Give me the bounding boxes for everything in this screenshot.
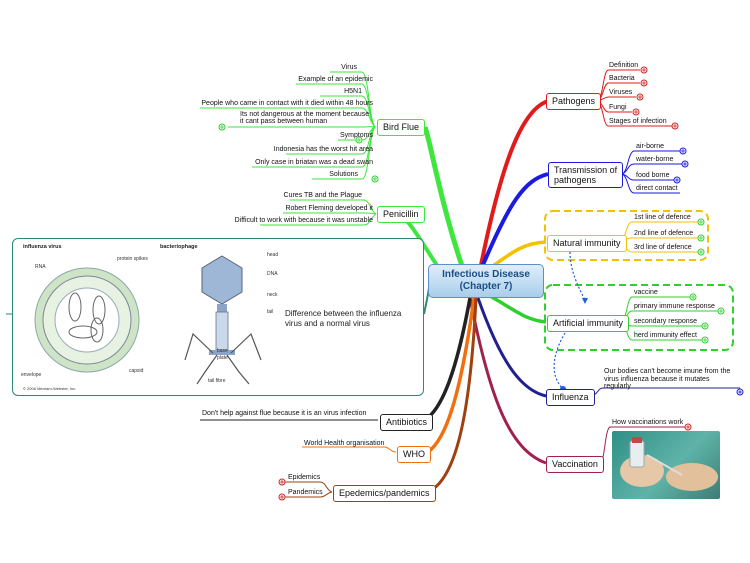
- penicillin-item-unstable[interactable]: Difficult to work with because it was un…: [234, 217, 373, 224]
- vaccination-item-how[interactable]: How vaccinations work: [612, 419, 684, 426]
- bird-item-solutions[interactable]: Solutions: [329, 171, 358, 178]
- penicillin-item-cures[interactable]: Cures TB and the Plague: [283, 192, 362, 199]
- panel-caption-2: virus and a normal virus: [285, 319, 370, 328]
- label-head: head: [267, 252, 279, 258]
- vaccination-photo: [612, 431, 720, 499]
- bird-item-symptoms[interactable]: Symptoms: [339, 132, 373, 139]
- node-pathogens[interactable]: Pathogens: [546, 93, 602, 110]
- artificial-item-vaccine[interactable]: vaccine: [634, 289, 658, 296]
- who-note[interactable]: World Health organisation: [304, 440, 385, 447]
- label-base: base: [217, 348, 228, 354]
- label-rna: RNA: [35, 264, 46, 270]
- pathogens-item-bacteria[interactable]: Bacteria: [609, 75, 635, 82]
- panel-caption-1: Difference between the influenza: [285, 309, 402, 318]
- influenza-note-3: regularly: [604, 383, 631, 390]
- epidemics-item-epidemics[interactable]: Epidemics: [288, 474, 321, 481]
- node-penicillin[interactable]: Penicillin: [377, 206, 425, 223]
- bird-item-virus[interactable]: Virus: [341, 64, 357, 71]
- pathogens-item-definition[interactable]: Definition: [609, 62, 639, 69]
- central-topic[interactable]: Infectious Disease (Chapter 7): [428, 264, 544, 298]
- bacteriophage-title: bacteriophage: [160, 244, 198, 250]
- bird-item-dangerous-1[interactable]: Its not dangerous at the moment because: [240, 111, 370, 118]
- copyright-text: © 2006 Merriam-Webster, Inc.: [23, 386, 77, 391]
- label-neck: neck: [267, 292, 278, 298]
- bird-item-example[interactable]: Example of an epidemic: [298, 76, 373, 83]
- node-epidemics[interactable]: Epedemics/pandemics: [333, 485, 436, 502]
- label-protein-spikes: protein spikes: [117, 256, 148, 262]
- artificial-item-herd[interactable]: herd immunity effect: [634, 332, 697, 339]
- node-natural-immunity[interactable]: Natural immunity: [547, 235, 627, 252]
- transmission-item-direct[interactable]: direct contact: [636, 185, 678, 192]
- label-capsid: capsid: [129, 368, 144, 374]
- influenza-note-2: virus influenza because it mutates: [604, 376, 710, 383]
- artificial-item-secondary[interactable]: secondary response: [634, 318, 698, 325]
- virus-illustration: [34, 255, 262, 385]
- transmission-item-food[interactable]: food borne: [636, 172, 670, 179]
- node-antibiotics[interactable]: Antibiotics: [380, 414, 434, 431]
- node-bird-flue[interactable]: Bird Flue: [377, 119, 426, 136]
- natural-item-2[interactable]: 2nd line of defence: [634, 230, 694, 237]
- node-transmission[interactable]: Transmission of pathogens: [548, 162, 624, 188]
- transmission-line1: Transmission of: [554, 165, 618, 175]
- bird-item-indonesia[interactable]: Indonesia has the worst hit area: [273, 146, 373, 153]
- node-who[interactable]: WHO: [397, 446, 431, 463]
- central-topic-line2: (Chapter 7): [459, 281, 513, 292]
- artificial-item-primary[interactable]: primary immune response: [634, 303, 715, 310]
- transmission-item-air[interactable]: air-borne: [636, 143, 665, 150]
- vaccination-photo-art: [620, 437, 718, 491]
- pathogens-item-viruses[interactable]: Viruses: [609, 89, 633, 96]
- transmission-item-water[interactable]: water-borne: [636, 156, 674, 163]
- label-tail-fibre: tail fibre: [208, 378, 226, 384]
- transmission-line2: pathogens: [554, 175, 597, 185]
- node-artificial-immunity[interactable]: Artificial immunity: [547, 315, 630, 332]
- bird-item-briatan[interactable]: Only case in briatan was a dead swan: [255, 159, 373, 166]
- natural-item-1[interactable]: 1st line of defence: [634, 214, 691, 221]
- node-influenza[interactable]: Influenza: [546, 389, 595, 406]
- bird-item-people[interactable]: People who came in contact with it died …: [201, 100, 373, 107]
- virus-comparison-panel[interactable]: influenza virus bacteriophage RNA protei…: [12, 238, 424, 396]
- natural-item-3[interactable]: 3rd line of defence: [634, 244, 692, 251]
- label-plate: plate: [217, 355, 228, 361]
- central-topic-line1: Infectious Disease: [442, 269, 530, 280]
- label-envelope: envelope: [21, 372, 42, 378]
- influenza-note-1: Our bodies can't become imune from the: [604, 368, 731, 375]
- pathogens-item-fungi[interactable]: Fungi: [609, 104, 627, 111]
- epidemics-item-pandemics[interactable]: Pandemics: [288, 489, 323, 496]
- influenza-virus-title: influenza virus: [23, 244, 62, 250]
- penicillin-item-fleming[interactable]: Robert Fleming developed it: [285, 205, 373, 212]
- pathogens-item-stages[interactable]: Stages of infection: [609, 118, 667, 125]
- label-dna: DNA: [267, 271, 278, 277]
- bird-item-dangerous-2[interactable]: it cant pass between human: [240, 118, 328, 125]
- antibiotics-note[interactable]: Don't help against flue because it is an…: [202, 410, 367, 417]
- label-tail: tail: [267, 309, 274, 315]
- node-vaccination[interactable]: Vaccination: [546, 456, 604, 473]
- bird-item-h5n1[interactable]: H5N1: [344, 88, 362, 95]
